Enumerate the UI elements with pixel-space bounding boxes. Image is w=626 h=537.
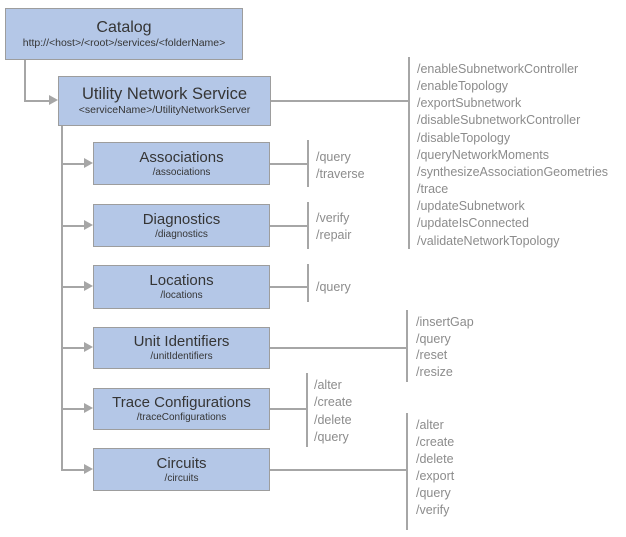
ops-trace-configurations: /alter /create /delete /query xyxy=(314,377,352,446)
operation-label: /queryNetworkMoments xyxy=(417,147,549,162)
operation-label: /validateNetworkTopology xyxy=(417,233,560,248)
node-diagnostics-title: Diagnostics xyxy=(142,210,221,228)
operation-label: /updateSubnetwork xyxy=(417,199,525,214)
operation-label: /disableTopology xyxy=(417,130,511,145)
arrowhead-icon xyxy=(84,220,93,230)
node-service-title: Utility Network Service xyxy=(81,85,248,103)
node-trace-configurations: Trace Configurations /traceConfiguration… xyxy=(93,388,270,430)
node-diagnostics-subtitle: /diagnostics xyxy=(155,228,208,240)
connector-branch-circuits xyxy=(61,469,84,472)
node-trace-configurations-title: Trace Configurations xyxy=(112,394,251,411)
bracket-diagnostics-ops xyxy=(307,202,310,249)
operation-label: /delete xyxy=(416,452,454,467)
node-locations-subtitle: /locations xyxy=(160,290,203,301)
node-utility-network-service: Utility Network Service <serviceName>/Ut… xyxy=(58,76,271,126)
operation-label: /alter xyxy=(416,418,444,432)
node-locations: Locations /locations xyxy=(93,265,270,309)
node-circuits-title: Circuits xyxy=(156,454,207,472)
operation-label: /enableSubnetworkController xyxy=(417,62,579,76)
connector-branch-unit-identifiers xyxy=(61,347,84,350)
operation-label: /disableSubnetworkController xyxy=(417,113,581,128)
ops-locations: /query xyxy=(316,279,351,296)
connector-diagnostics-ops xyxy=(270,225,308,228)
node-service-subtitle: <serviceName>/UtilityNetworkServer xyxy=(78,104,251,116)
bracket-trace-configurations-ops xyxy=(306,373,309,447)
operation-label: /repair xyxy=(316,228,352,242)
node-unit-identifiers-subtitle: /unitIdentifiers xyxy=(150,351,213,362)
operation-label: /resize xyxy=(416,364,453,379)
node-associations-title: Associations xyxy=(139,148,224,166)
ops-diagnostics: /verify /repair xyxy=(316,210,351,244)
operation-label: /create xyxy=(416,435,455,450)
arrowhead-icon xyxy=(84,342,93,352)
connector-unit-identifiers-ops xyxy=(270,347,407,350)
arrowhead-icon xyxy=(84,464,93,474)
connector-service-spine xyxy=(61,126,64,471)
ops-associations: /query /traverse xyxy=(316,149,365,183)
operation-label: /create xyxy=(314,395,353,410)
node-unit-identifiers-title: Unit Identifiers xyxy=(133,333,230,350)
operation-label: /delete xyxy=(314,412,352,427)
connector-circuits-ops xyxy=(270,469,407,472)
connector-branch-diagnostics xyxy=(61,225,84,228)
operation-label: /query xyxy=(316,150,351,164)
operation-label: /alter xyxy=(314,378,342,392)
node-associations: Associations /associations xyxy=(93,142,270,185)
bracket-associations-ops xyxy=(307,140,310,187)
operation-label: /verify xyxy=(316,211,350,225)
node-catalog-subtitle: http://<host>/<root>/services/<folderNam… xyxy=(22,37,226,49)
operation-label: /trace xyxy=(417,182,449,197)
node-diagnostics: Diagnostics /diagnostics xyxy=(93,204,270,247)
bracket-service-ops xyxy=(408,57,411,249)
node-circuits-subtitle: /circuits xyxy=(164,472,199,484)
connector-catalog-right xyxy=(24,100,49,103)
operation-label: /updateIsConnected xyxy=(417,216,529,231)
connector-associations-ops xyxy=(270,163,308,166)
operation-label: /insertGap xyxy=(416,315,474,329)
ops-unit-identifiers: /insertGap /query /reset /resize xyxy=(416,314,474,380)
arrowhead-icon xyxy=(84,403,93,413)
connector-catalog-down xyxy=(24,60,27,101)
operation-label: /enableTopology xyxy=(417,79,509,94)
bracket-unit-identifiers-ops xyxy=(406,310,409,382)
node-unit-identifiers: Unit Identifiers /unitIdentifiers xyxy=(93,327,270,369)
ops-utility-network-service: /enableSubnetworkController /enableTopol… xyxy=(417,61,608,250)
operation-label: /query xyxy=(316,280,351,294)
connector-service-ops xyxy=(271,100,409,103)
operation-label: /query xyxy=(314,429,349,444)
connector-branch-locations xyxy=(61,286,84,289)
arrowhead-icon xyxy=(49,95,58,105)
arrowhead-icon xyxy=(84,281,93,291)
operation-label: /query xyxy=(416,486,451,501)
connector-trace-configurations-ops xyxy=(270,408,307,411)
node-circuits: Circuits /circuits xyxy=(93,448,270,491)
operation-label: /exportSubnetwork xyxy=(417,96,522,111)
node-catalog-title: Catalog xyxy=(96,19,152,36)
node-catalog: Catalog http://<host>/<root>/services/<f… xyxy=(5,8,243,60)
operation-label: /verify xyxy=(416,503,450,518)
node-associations-subtitle: /associations xyxy=(152,166,211,178)
operation-label: /traverse xyxy=(316,167,365,181)
connector-branch-associations xyxy=(61,163,84,166)
node-locations-title: Locations xyxy=(149,272,214,289)
node-trace-configurations-subtitle: /traceConfigurations xyxy=(136,412,227,423)
operation-label: /query xyxy=(416,331,451,346)
connector-locations-ops xyxy=(270,286,308,289)
ops-circuits: /alter /create /delete /export /query /v… xyxy=(416,417,454,520)
operation-label: /export xyxy=(416,469,455,484)
bracket-circuits-ops xyxy=(406,413,409,530)
operation-label: /synthesizeAssociationGeometries xyxy=(417,164,609,179)
arrowhead-icon xyxy=(84,158,93,168)
bracket-locations-ops xyxy=(307,264,310,302)
connector-branch-trace-configurations xyxy=(61,408,84,411)
operation-label: /reset xyxy=(416,348,448,363)
